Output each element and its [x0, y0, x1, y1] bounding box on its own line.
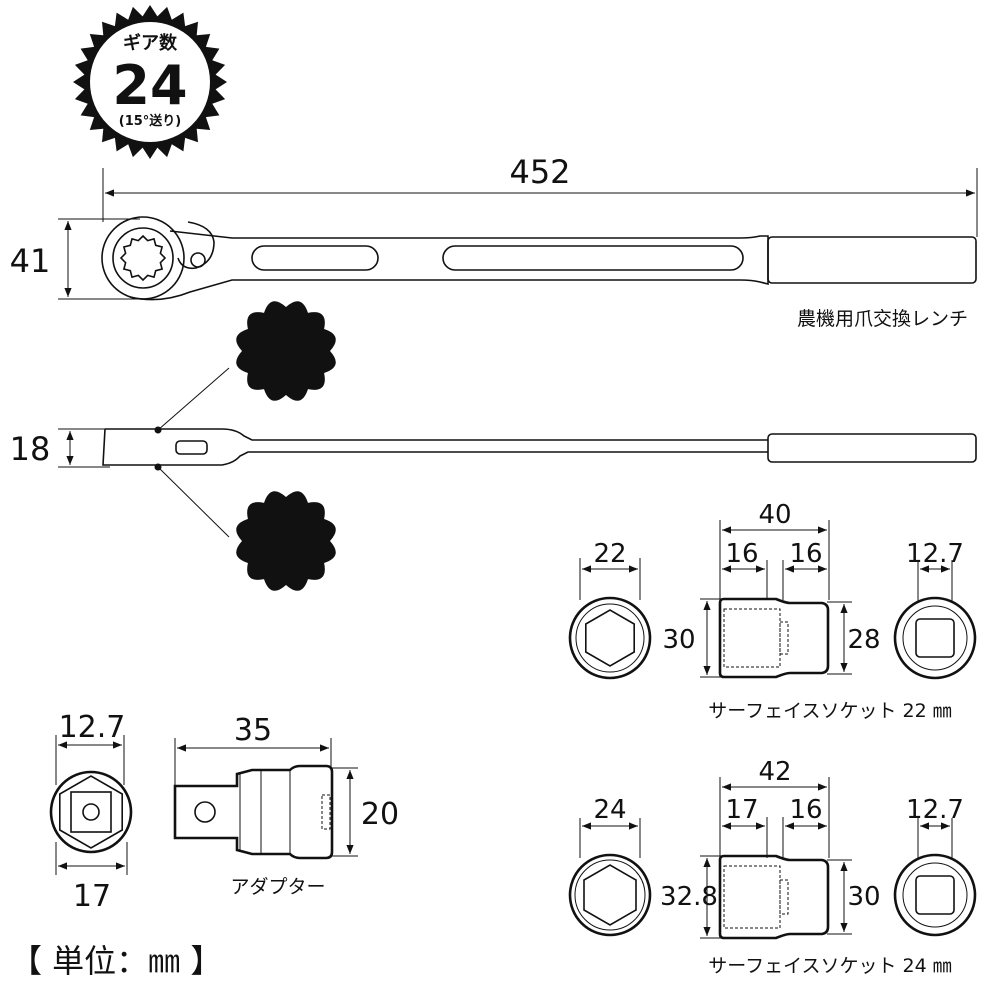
- adapter-end-outer: [49, 770, 133, 854]
- adapter-pin-hole: [194, 801, 216, 823]
- socket22-end-chamfer: [575, 603, 645, 673]
- ring-17-shape: [236, 491, 336, 591]
- socket24-caption: サーフェイスソケット 24 ㎜: [708, 955, 952, 977]
- socket24-drive-bore-hidden: [779, 879, 789, 915]
- wrench-body-outline: [129, 230, 769, 301]
- wrench-slot-long: [442, 245, 744, 271]
- socket22-drive-outer: [893, 596, 977, 680]
- adapter-hex-label: 17: [73, 879, 111, 914]
- socket24-hex-bore-hidden: [723, 865, 781, 929]
- gear-count-badge: ギア数 24 (15°送り): [73, 5, 227, 159]
- socket22-caption: サーフェイスソケット 22 ㎜: [708, 700, 952, 722]
- wrench-top-view: 452 41 農機用爪交換レンチ: [10, 153, 978, 330]
- wrench-side-body: [102, 428, 768, 466]
- ring-19-label: 19: [250, 323, 322, 383]
- adapter-square-drive: [70, 791, 112, 833]
- ring-17-label: 17: [250, 513, 322, 573]
- thickness-label: 18: [10, 430, 51, 468]
- wrench-ring-gear: [112, 227, 174, 289]
- wrench-grip-top: [767, 236, 977, 284]
- adapter-drive-label: 12.7: [59, 710, 126, 745]
- adapter-hex-outline: [58, 775, 123, 849]
- gear-badge-number: 24: [112, 54, 187, 117]
- socket22-seg-a-label: 16: [725, 539, 758, 569]
- socket22-od-left-label: 30: [662, 625, 695, 655]
- socket24-drive-outer: [893, 853, 977, 937]
- wrench-pivot-pin: [190, 252, 206, 268]
- socket22-end-outer: [568, 596, 652, 680]
- gear-badge-inner-circle: [90, 22, 210, 142]
- adapter-caption: アダプター: [230, 876, 325, 898]
- socket24-od-right-label: 30: [847, 882, 880, 912]
- ring-size-17: 17: [236, 491, 336, 591]
- socket22-drive-bore-hidden: [779, 621, 789, 655]
- socket22-hex-bore-hidden: [723, 608, 781, 668]
- wrench-slot-short: [251, 245, 379, 271]
- gear-badge-feed: (15°送り): [119, 113, 181, 129]
- gear-badge-title: ギア数: [123, 32, 178, 54]
- wrench-side-view: 18 19 17: [10, 301, 977, 591]
- adapter-hidden-bore: [321, 794, 331, 830]
- leader-line-17: [157, 466, 230, 538]
- socket22-hex-opening: [584, 609, 636, 667]
- socket24-side-body: [718, 854, 830, 940]
- socket24-end-chamfer: [574, 859, 646, 931]
- socket22-od-right-label: 28: [847, 625, 880, 655]
- socket24-square-drive: [915, 875, 955, 915]
- ring-19-shape: [236, 301, 336, 401]
- socket22-drive-chamfer: [902, 605, 968, 671]
- socket24-hex-opening: [583, 864, 637, 926]
- adapter-length-label: 35: [234, 713, 272, 748]
- adapter: 12.7 17 35 20 アダプター: [49, 710, 399, 914]
- socket24-hex-label: 24: [593, 795, 626, 825]
- socket22-drive-label: 12.7: [906, 539, 964, 569]
- head-height-label: 41: [10, 242, 51, 280]
- adapter-od-label: 20: [361, 797, 399, 832]
- wrench-head-outer: [101, 216, 185, 300]
- wrench-12-point-opening: [119, 234, 167, 282]
- socket24-drive-label: 12.7: [906, 795, 964, 825]
- unit-note: 【 単位：㎜ 】: [10, 942, 222, 980]
- socket-22mm: 22 40 16 16 30 28 12.7 サーフェイスソケッ: [568, 500, 977, 722]
- socket22-length-label: 40: [758, 500, 791, 530]
- socket24-seg-a-label: 17: [725, 795, 758, 825]
- socket24-seg-b-label: 16: [789, 795, 822, 825]
- socket22-square-drive: [915, 618, 955, 658]
- adapter-detent-ball: [82, 803, 100, 821]
- wrench-length-label: 452: [509, 153, 570, 191]
- socket22-hex-label: 22: [593, 539, 626, 569]
- socket24-length-label: 42: [758, 757, 791, 787]
- socket22-side-body: [718, 597, 830, 679]
- wrench-side-slot: [175, 440, 208, 455]
- socket24-od-left-label: 32.8: [660, 882, 718, 912]
- socket-24mm: 24 42 17 16 32.8 30 12.7 サーフェイスソケット 24 ㎜: [568, 757, 977, 977]
- wrench-pawl-lever: [177, 221, 215, 270]
- wrench-name-label: 農機用爪交換レンチ: [797, 308, 968, 330]
- socket22-seg-b-label: 16: [789, 539, 822, 569]
- wrench-grip-side: [767, 433, 977, 463]
- adapter-side-body: [173, 764, 334, 860]
- leader-line-19: [157, 367, 230, 431]
- socket24-drive-chamfer: [902, 862, 968, 928]
- socket24-end-outer: [568, 853, 652, 937]
- ring-size-19: 19: [236, 301, 336, 401]
